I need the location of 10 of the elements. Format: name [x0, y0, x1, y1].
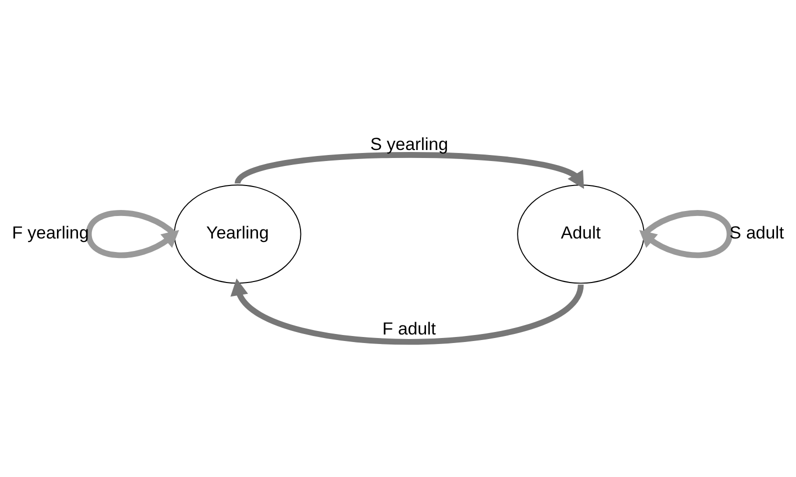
node-ellipse: Adult	[517, 184, 644, 284]
edge-label: S adult	[730, 222, 784, 242]
node-ellipse: Yearling	[174, 184, 302, 284]
arrow	[86, 210, 180, 258]
arrow	[230, 278, 584, 344]
edge-label: F adult	[382, 318, 436, 338]
arrow	[639, 210, 732, 258]
edge-label: F yearling	[12, 222, 89, 242]
edge-label: S yearling	[370, 133, 448, 154]
arrow	[235, 152, 584, 188]
